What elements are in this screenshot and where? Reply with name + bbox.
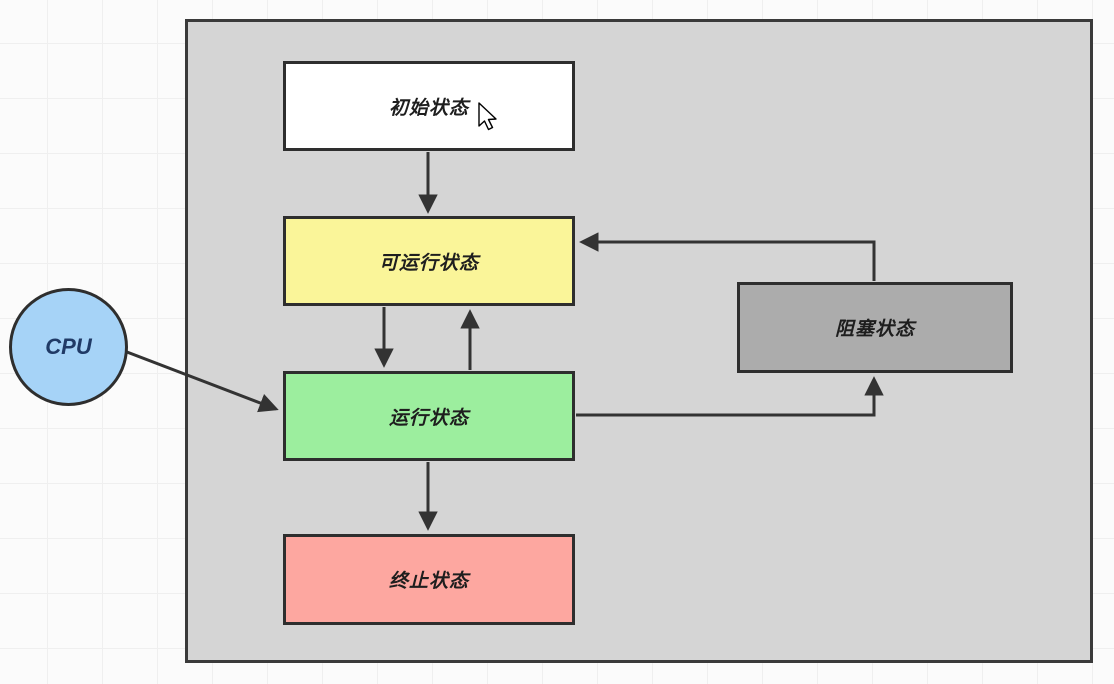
node-runnable-label: 可运行状态 — [378, 252, 479, 274]
node-initial-label: 初始状态 — [388, 97, 469, 119]
node-terminated-state[interactable]: 终止状态 — [283, 534, 575, 625]
node-running-state[interactable]: 运行状态 — [283, 371, 575, 461]
node-terminated-label: 终止状态 — [388, 571, 469, 592]
node-cpu-label: CPU — [45, 334, 92, 359]
node-blocked-label: 阻塞状态 — [834, 319, 915, 340]
node-runnable-state[interactable]: 可运行状态 — [283, 216, 575, 306]
node-initial-state[interactable]: 初始状态 — [283, 61, 575, 151]
node-blocked-state[interactable]: 阻塞状态 — [737, 282, 1013, 373]
node-running-label: 运行状态 — [388, 407, 469, 429]
node-cpu[interactable]: CPU — [9, 288, 128, 406]
